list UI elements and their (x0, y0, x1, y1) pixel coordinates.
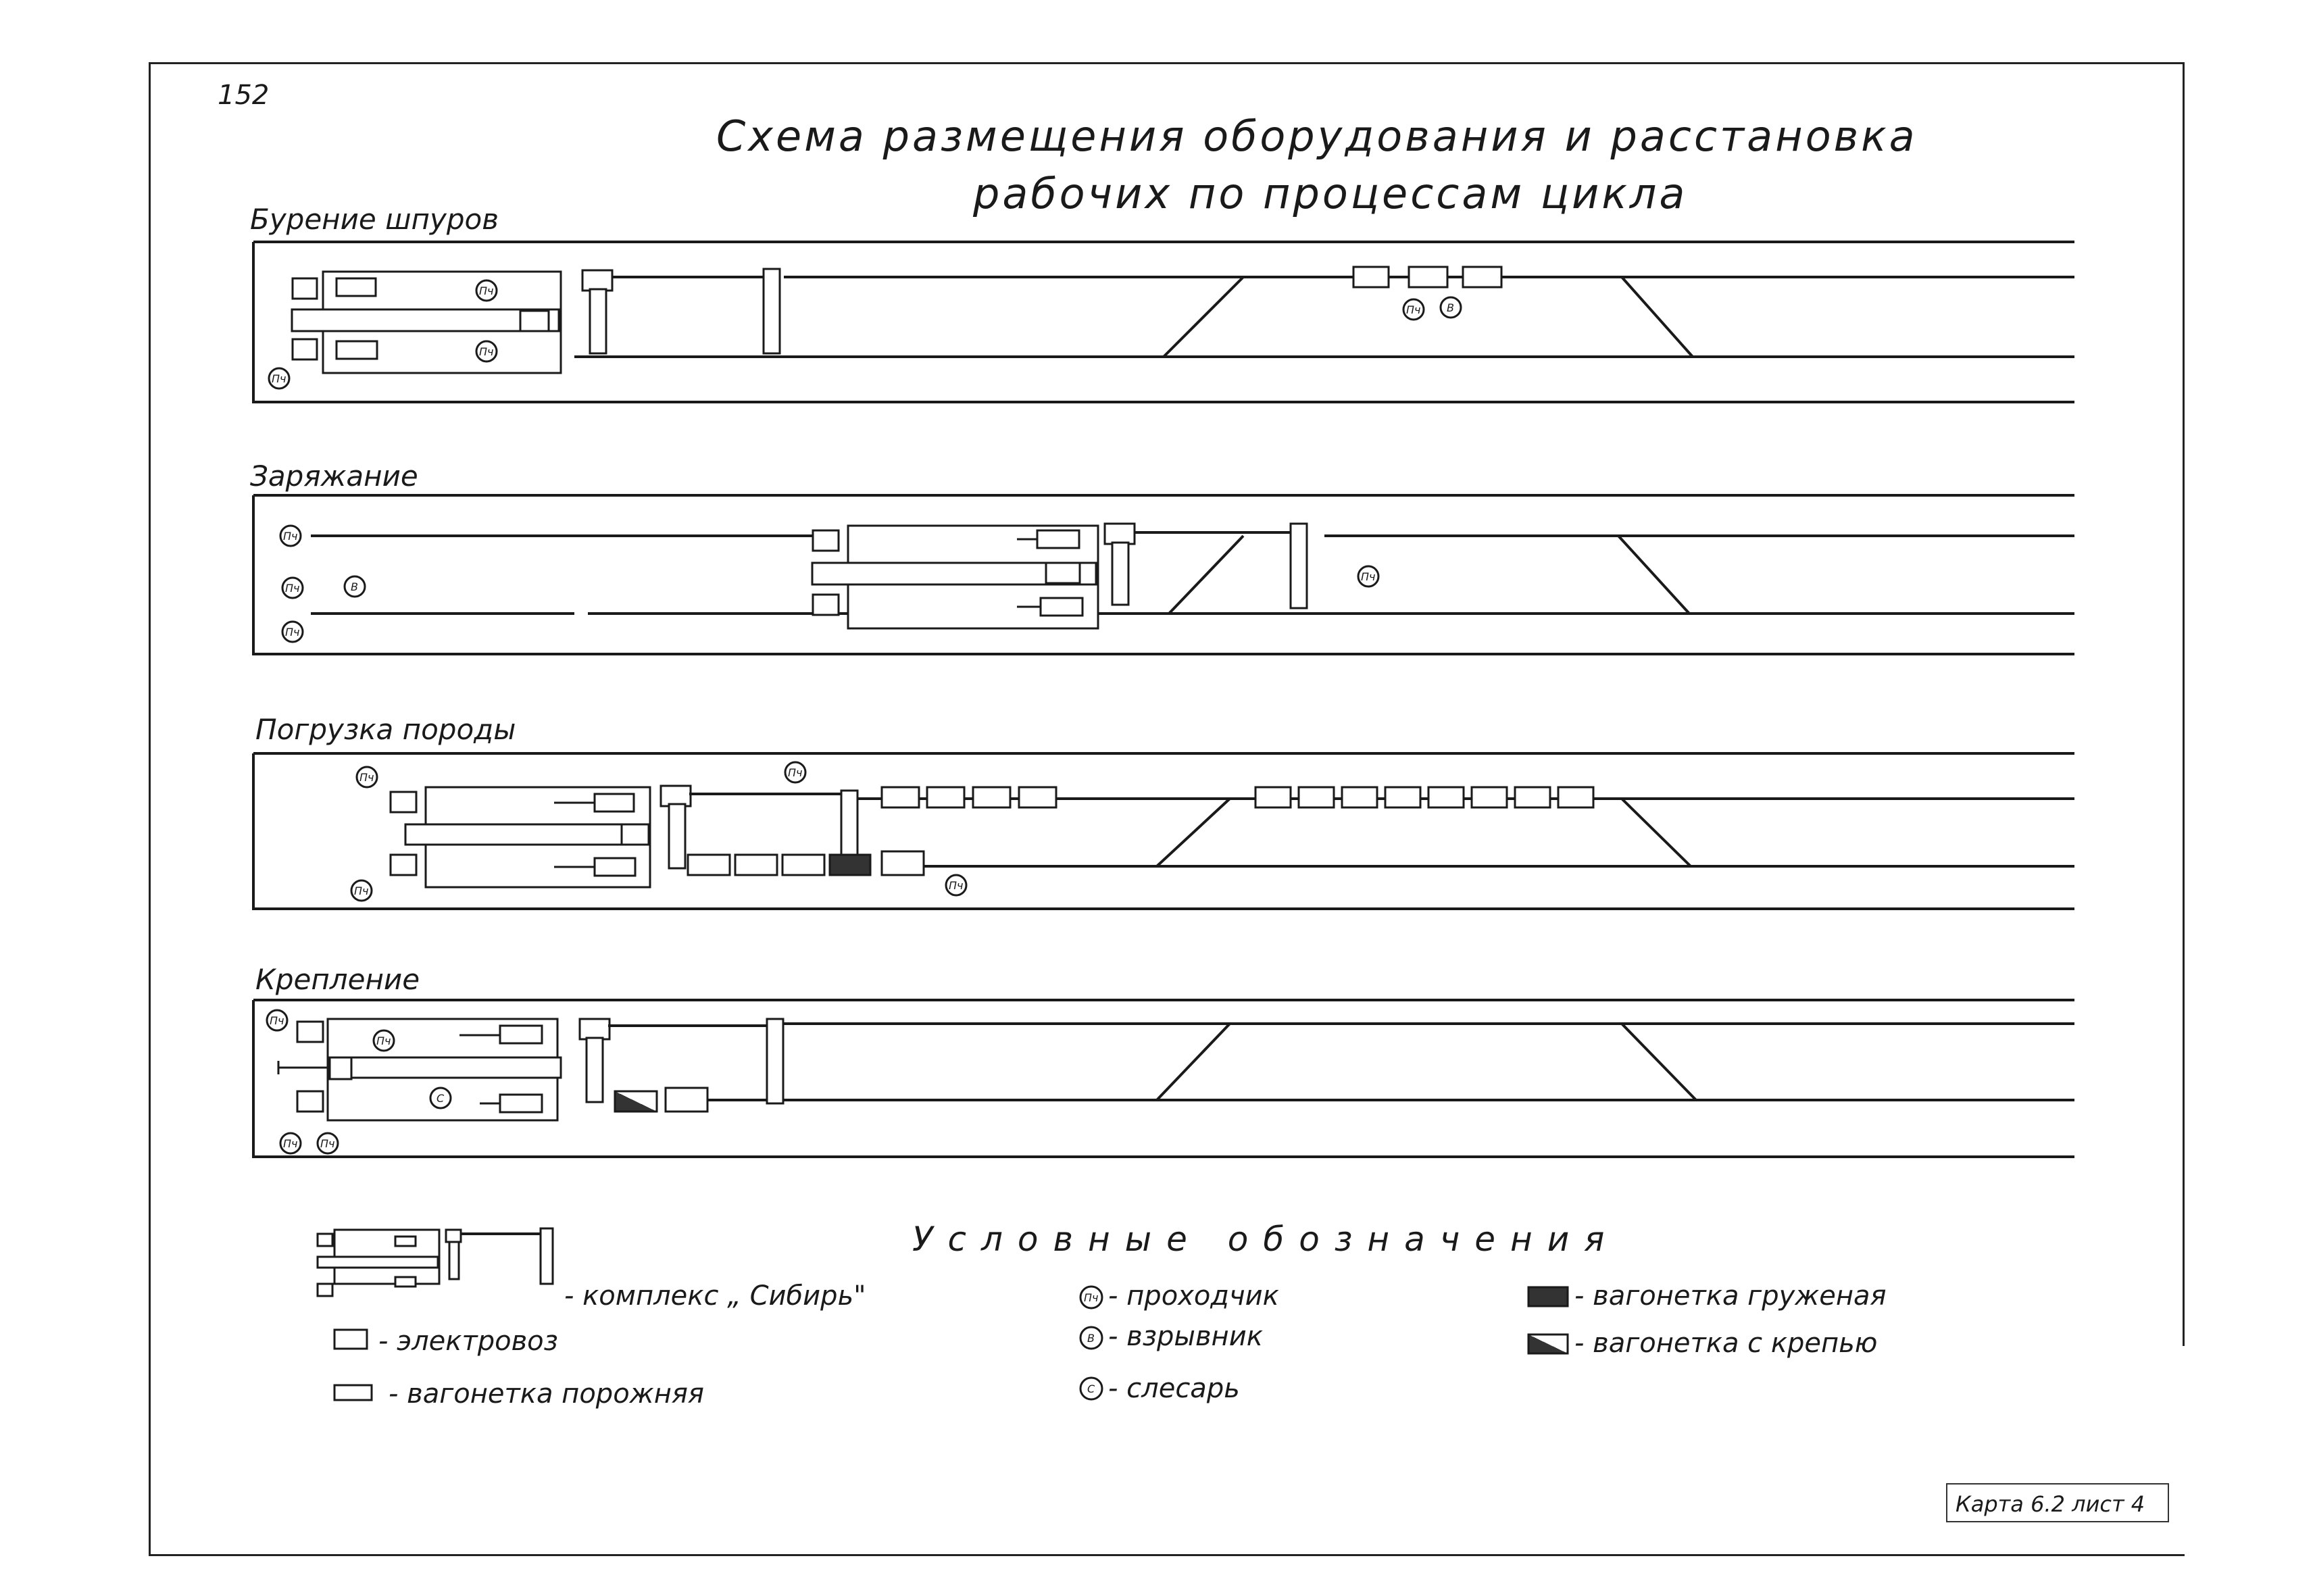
svg-text:Пч: Пч (272, 372, 286, 385)
complex-sibir (389, 784, 859, 889)
worker-tunneler: Пч (1402, 298, 1425, 321)
svg-text:Пч: Пч (283, 1137, 297, 1150)
switch-right (1617, 534, 1691, 615)
worker-fitter: С (429, 1087, 452, 1109)
drawing-frame-right-edge (2183, 62, 2185, 1346)
worker-tunneler: Пч (281, 576, 304, 599)
svg-text:В: В (351, 580, 358, 593)
complex-sibir (811, 522, 1308, 630)
svg-text:С: С (1087, 1382, 1095, 1395)
legend-locomotive-symbol (333, 1328, 368, 1350)
svg-text:Пч: Пч (354, 884, 368, 897)
tunnel-outline (252, 494, 2074, 655)
section-label-loading: Погрузка породы (255, 713, 516, 746)
legend-blaster-label: - взрывник (1108, 1321, 1263, 1352)
legend-empty-wagon-label: - вагонетка порожняя (389, 1378, 704, 1410)
worker-tunneler: Пч (281, 620, 304, 643)
svg-text:Пч: Пч (949, 879, 963, 892)
switch-right (1620, 1022, 1697, 1101)
switch-left (1155, 797, 1231, 868)
svg-text:Пч: Пч (320, 1137, 334, 1150)
worker-blaster: В (1439, 296, 1462, 319)
tunnel-outline (252, 241, 2074, 403)
legend-support-wagon-symbol (1527, 1333, 1569, 1355)
worker-tunneler: Пч (475, 340, 498, 363)
legend-loaded-wagon-label: - вагонетка груженая (1574, 1280, 1887, 1312)
legend-loaded-wagon-symbol (1527, 1286, 1569, 1307)
section-charging (252, 494, 2074, 655)
section-drilling (252, 241, 2074, 403)
worker-tunneler: Пч (268, 367, 291, 390)
switch-left (1162, 276, 1245, 358)
diagram-title: Схема размещения оборудования и расстано… (716, 111, 1918, 161)
section-label-support: Крепление (255, 963, 420, 996)
worker-tunneler: Пч (945, 874, 968, 897)
svg-text:Пч: Пч (359, 771, 374, 784)
legend-fitter-symbol: С (1079, 1376, 1103, 1401)
worker-tunneler: Пч (1357, 565, 1380, 588)
section-label-drilling: Бурение шпуров (250, 203, 499, 236)
empty-wagon-train (1352, 266, 1503, 289)
svg-text:Пч: Пч (1361, 570, 1375, 583)
sheet-stamp: Карта 6.2 лист 4 (1946, 1483, 2169, 1522)
svg-text:Пч: Пч (283, 530, 297, 543)
tunnel-outline (252, 752, 2074, 910)
page-number: 152 (218, 80, 270, 111)
worker-tunneler: Пч (279, 1132, 302, 1155)
worker-tunneler: Пч (316, 1132, 339, 1155)
switch-right (1620, 276, 1694, 358)
drawing-frame (149, 62, 2185, 1556)
worker-tunneler: Пч (372, 1029, 395, 1052)
svg-text:В: В (1087, 1332, 1095, 1345)
legend-empty-wagon-symbol (333, 1384, 373, 1401)
tunnel-outline (252, 999, 2074, 1158)
empty-wagon-train-left (880, 786, 1057, 809)
svg-text:Пч: Пч (285, 582, 299, 595)
section-label-charging: Заряжание (250, 459, 418, 493)
legend-complex-label: - комплекс „ Сибирь" (564, 1280, 866, 1312)
worker-tunneler: Пч (350, 879, 373, 902)
section-support (252, 999, 2074, 1158)
svg-text:Пч: Пч (285, 626, 299, 639)
svg-text:Пч: Пч (270, 1014, 284, 1027)
legend-locomotive-label: - электровоз (378, 1326, 558, 1357)
complex-sibir (291, 268, 781, 374)
legend-complex-symbol (316, 1227, 554, 1297)
worker-tunneler: Пч (266, 1009, 289, 1032)
switch-right (1620, 797, 1692, 868)
legend-title: Условные обозначения (912, 1220, 1620, 1259)
worker-tunneler: Пч (784, 761, 807, 784)
worker-tunneler: Пч (475, 279, 498, 302)
worker-symbols: Пч Пч Пч Пч В Пч Пч В Пч Пч Пч Пч Пч Пч … (266, 279, 1462, 1155)
loaded-wagon (828, 853, 872, 876)
complex-sibir (277, 1018, 785, 1122)
svg-text:С: С (437, 1092, 445, 1105)
svg-text:Пч: Пч (1084, 1291, 1098, 1304)
legend-blaster-symbol: В (1079, 1326, 1103, 1350)
worker-tunneler: Пч (355, 766, 378, 789)
empty-wagon-train-right (1254, 786, 1595, 809)
switch-left (1155, 1022, 1231, 1101)
legend-support-wagon-label: - вагонетка с крепью (1574, 1328, 1878, 1359)
switch-left (1168, 534, 1245, 615)
support-wagon (614, 1090, 658, 1113)
section-loading (252, 752, 2074, 910)
locomotive (880, 850, 925, 876)
svg-text:Пч: Пч (376, 1034, 391, 1047)
legend-fitter-label: - слесарь (1108, 1373, 1240, 1404)
diagram-subtitle: рабочих по процессам цикла (973, 169, 1688, 218)
locomotive (664, 1087, 709, 1113)
svg-text:Пч: Пч (1406, 303, 1420, 316)
loading-train-lower (687, 850, 925, 876)
legend-tunneler-label: - проходчик (1108, 1280, 1279, 1312)
svg-text:Пч: Пч (788, 766, 802, 779)
worker-blaster: В (343, 575, 366, 598)
worker-tunneler: Пч (279, 524, 302, 547)
svg-text:В: В (1447, 301, 1454, 314)
legend-tunneler-symbol: Пч (1079, 1285, 1103, 1310)
svg-text:Пч: Пч (479, 345, 493, 358)
svg-text:Пч: Пч (479, 284, 493, 297)
